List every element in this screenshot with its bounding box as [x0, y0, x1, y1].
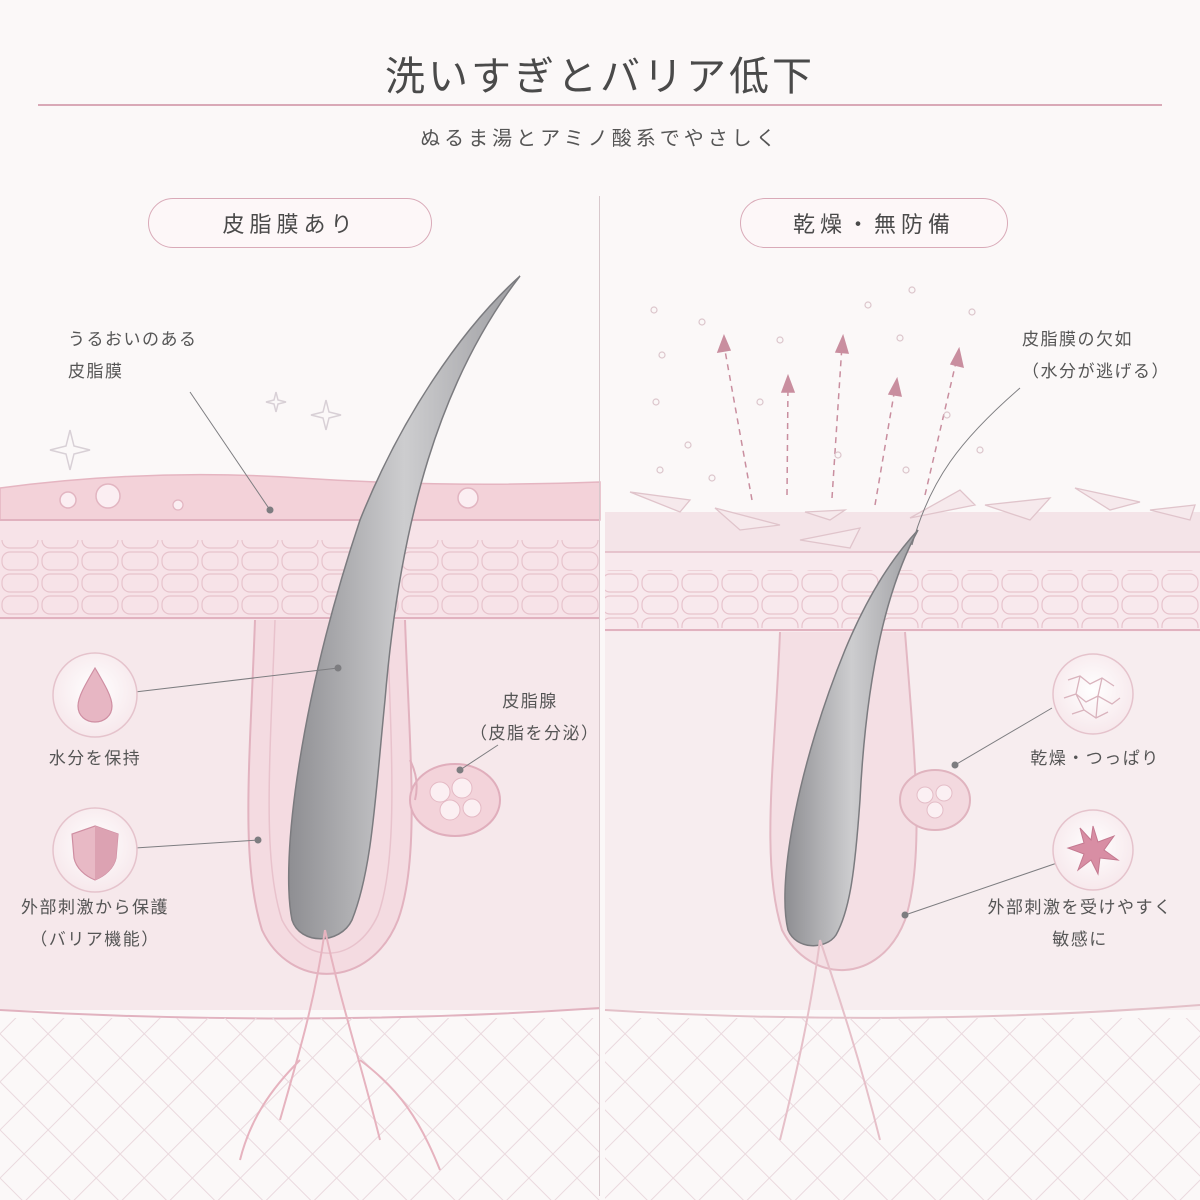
evaporation-arrow-icon: [716, 333, 964, 506]
sensitive-label-line2: 敏感に: [1052, 930, 1108, 950]
left-panel-heading: 皮脂膜あり: [148, 198, 432, 248]
title-divider: [38, 104, 1162, 106]
sebaceous-gland-label-line1: 皮脂腺: [502, 692, 558, 712]
page-title: 洗いすぎとバリア低下: [385, 54, 815, 100]
lack-film-label: 皮脂膜の欠如 （水分が逃げる）: [1022, 324, 1170, 388]
lack-film-label-line1: 皮脂膜の欠如: [1022, 330, 1133, 350]
barrier-protection-label: 外部刺激から保護 （バリア機能）: [20, 892, 170, 956]
barrier-protection-label-line1: 外部刺激から保護: [21, 898, 169, 918]
irritation-burst-icon: [1052, 809, 1134, 891]
panel-divider: [599, 196, 600, 1196]
sensitive-label-line1: 外部刺激を受けやすく: [987, 898, 1173, 918]
moist-film-label: うるおいのある 皮脂膜: [68, 324, 198, 388]
sensitive-label: 外部刺激を受けやすく 敏感に: [975, 892, 1185, 956]
sebaceous-gland-label: 皮脂腺 （皮脂を分泌）: [470, 686, 600, 750]
cracked-skin-icon: [1052, 653, 1134, 735]
moist-film-label-line1: うるおいのある: [68, 330, 198, 350]
right-panel-heading: 乾燥・無防備: [740, 198, 1008, 248]
page-subtitle: ぬるま湯とアミノ酸系でやさしく: [420, 126, 780, 150]
retain-moisture-label: 水分を保持: [48, 749, 142, 769]
moist-film-label-line2: 皮脂膜: [68, 362, 124, 382]
barrier-protection-label-line2: （バリア機能）: [30, 930, 160, 950]
water-drop-icon: [52, 652, 138, 738]
sparkle-icon: [49, 391, 342, 471]
dry-tight-label: 乾燥・つっぱり: [1030, 749, 1160, 769]
sebaceous-gland-label-line2: （皮脂を分泌）: [470, 724, 600, 744]
lack-film-label-line2: （水分が逃げる）: [1022, 362, 1170, 382]
shield-icon: [52, 807, 138, 893]
